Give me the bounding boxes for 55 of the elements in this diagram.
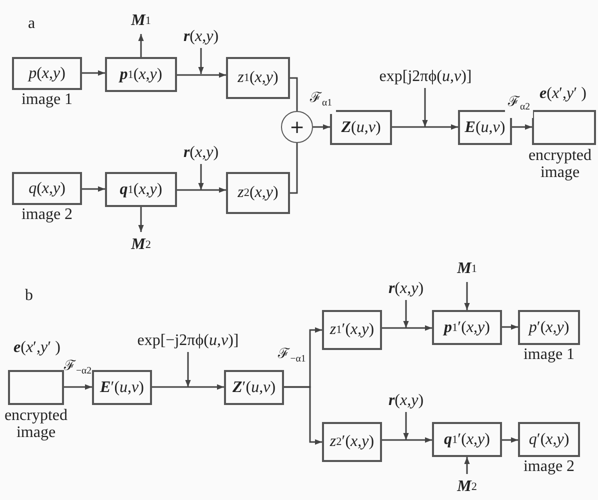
symbol-label: r(x,y) <box>176 142 226 164</box>
symbol-label: r(x,y) <box>380 278 432 300</box>
node-label: image 1 <box>20 92 74 110</box>
symbol-label: exp[−j2πϕ(u,v)] <box>108 330 268 352</box>
process-box: E′(u,v) <box>92 370 152 405</box>
arrow <box>313 124 330 130</box>
process-box: p(x,y) <box>12 57 82 90</box>
summing-junction: + <box>281 111 313 143</box>
arrow <box>502 437 518 443</box>
node-label: encrypted image <box>3 408 69 443</box>
symbol-label: r(x,y) <box>380 390 432 412</box>
arrow <box>177 72 226 78</box>
panel-label: b <box>25 288 34 306</box>
arrow <box>392 124 458 130</box>
node-label: encrypted image <box>527 148 593 183</box>
process-box: Z(u,v) <box>330 110 392 145</box>
arrow <box>198 164 204 190</box>
arrow <box>82 70 105 76</box>
arrow <box>382 437 432 443</box>
arrow <box>502 324 518 330</box>
arrow <box>152 384 224 390</box>
process-box: E(u,v) <box>458 110 512 145</box>
arrow <box>422 88 428 127</box>
empty-box <box>532 110 596 145</box>
arrow <box>403 300 409 328</box>
process-box: Z′(u,v) <box>224 370 284 405</box>
connector-line <box>290 143 298 194</box>
symbol-label: exp[j2πϕ(u,v)] <box>353 66 498 88</box>
arrow <box>64 384 92 390</box>
node-label: image 2 <box>20 207 74 225</box>
arrow <box>198 48 204 74</box>
node-label: image 2 <box>522 459 576 477</box>
arrow <box>82 186 105 192</box>
node-label: e(x′,y′ ) <box>12 340 62 358</box>
arrow <box>464 282 470 310</box>
connector-line <box>290 77 298 111</box>
symbol-label: r(x,y) <box>176 26 226 48</box>
arrow <box>177 187 226 193</box>
arrow <box>403 412 409 440</box>
arrow <box>382 325 432 331</box>
process-box: q(x,y) <box>12 172 82 205</box>
panel-label: a <box>28 16 36 34</box>
edge-label: ℱ$_{α2}$ <box>505 96 533 118</box>
arrow <box>464 457 470 474</box>
arrow <box>185 352 191 387</box>
arrow <box>284 386 322 445</box>
arrow <box>138 207 144 232</box>
edge-label: ℱ$_{α1}$ <box>306 92 336 114</box>
arrow <box>138 34 144 57</box>
node-label: e(x′,y′ ) <box>538 86 588 104</box>
process-box: q′(x,y) <box>518 422 580 457</box>
empty-box <box>8 370 64 405</box>
arrow <box>512 124 532 130</box>
node-label: image 1 <box>522 347 576 365</box>
process-box: p′(x,y) <box>518 310 580 345</box>
